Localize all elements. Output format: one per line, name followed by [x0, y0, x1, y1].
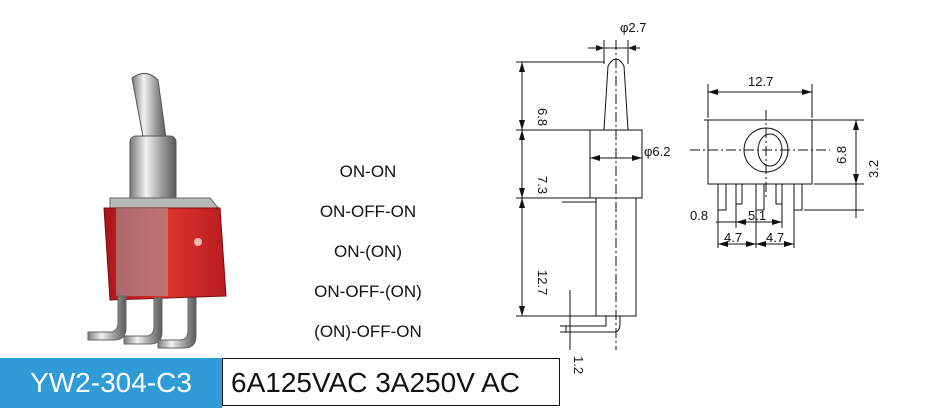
toggle-switch-photo [87, 73, 227, 349]
mode-item: ON-ON [339, 162, 397, 181]
dim-lever-dia: φ2.7 [620, 20, 647, 35]
dim-bushing-dia: φ6.2 [644, 144, 671, 159]
dim-terminal-thk: 1.2 [571, 356, 586, 374]
dim-terminal-len: 3.2 [866, 160, 881, 178]
dim-terminal-w: 0.8 [690, 208, 708, 223]
dim-lever-len: 6.8 [535, 108, 550, 126]
dim-bushing-len: 7.3 [535, 176, 550, 194]
spec-footer: YW2-304-C3 6A125VAC 3A250V AC [0, 352, 930, 412]
dim-slot-w: 5.1 [748, 208, 766, 223]
dim-body-height: 6.8 [834, 146, 849, 164]
electrical-rating: 6A125VAC 3A250V AC [222, 358, 560, 406]
mode-item: (ON)-OFF-ON [314, 322, 422, 341]
mode-item: ON-(ON) [334, 242, 402, 261]
dim-pitch-a: 4.7 [724, 230, 742, 245]
mode-item: ON-OFF-(ON) [314, 282, 422, 301]
dim-body-width: 12.7 [748, 74, 773, 89]
model-number: YW2-304-C3 [0, 358, 222, 408]
mode-item: ON-OFF-ON [319, 202, 417, 221]
dim-body-len: 12.7 [535, 270, 550, 295]
dim-pitch-b: 4.7 [766, 230, 784, 245]
